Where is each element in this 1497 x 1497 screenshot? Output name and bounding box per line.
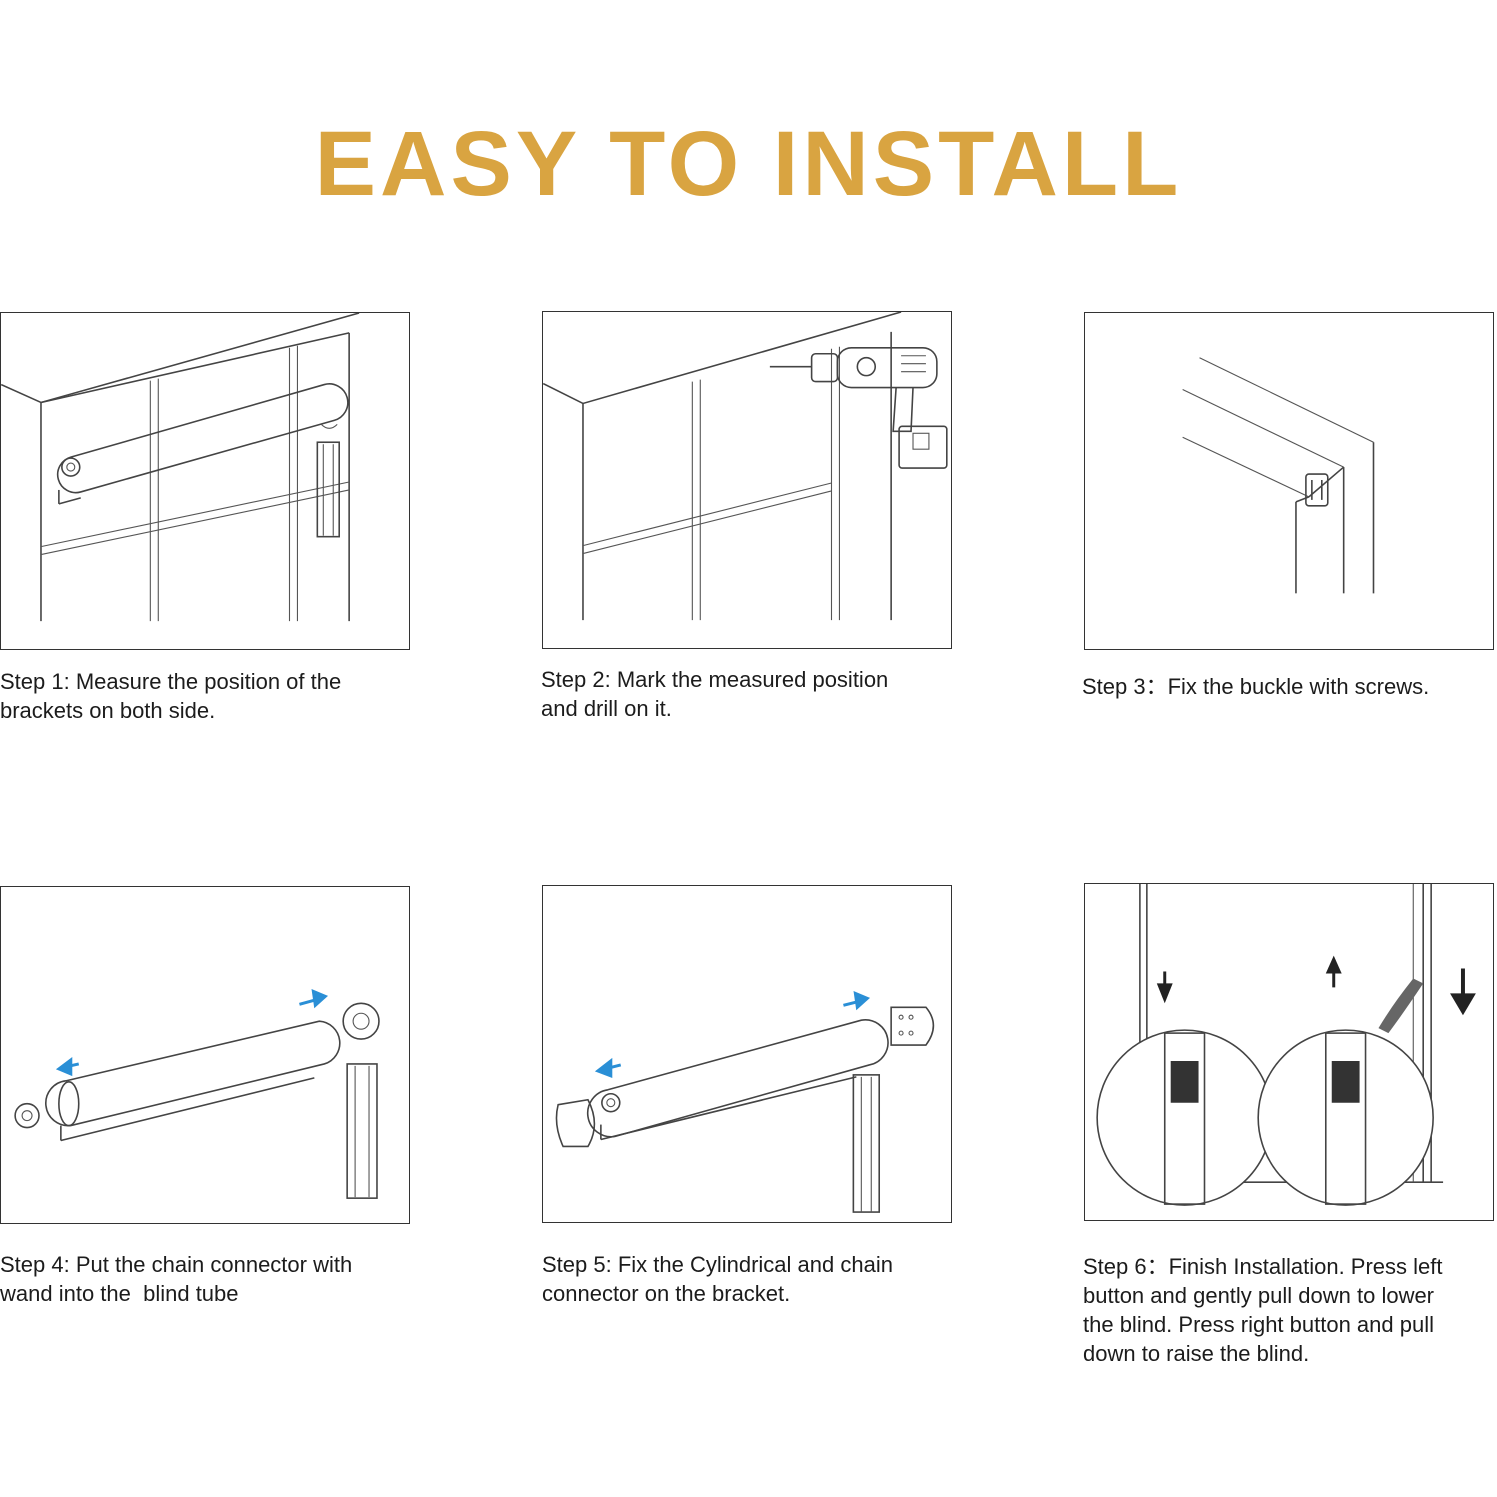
step-6-illustration [1084, 883, 1494, 1221]
step-2-caption: Step 2: Mark the measured position and d… [541, 667, 889, 721]
step-1-caption: Step 1: Measure the position of the brac… [0, 669, 342, 723]
step-3-caption: Step 3：Fix the buckle with screws. [1082, 674, 1430, 699]
page-title: EASY TO INSTALL [314, 113, 1183, 215]
step-5-illustration [542, 885, 952, 1223]
step-3-illustration [1084, 312, 1494, 650]
step-4-illustration [0, 886, 410, 1224]
step-5-caption: Step 5: Fix the Cylindrical and chain co… [542, 1252, 893, 1306]
step-4-caption: Step 4: Put the chain connector with wan… [0, 1252, 353, 1306]
step-1-illustration [0, 312, 410, 650]
step-2-illustration [542, 311, 952, 649]
step-6-caption: Step 6：Finish Installation. Press left b… [1083, 1254, 1443, 1366]
